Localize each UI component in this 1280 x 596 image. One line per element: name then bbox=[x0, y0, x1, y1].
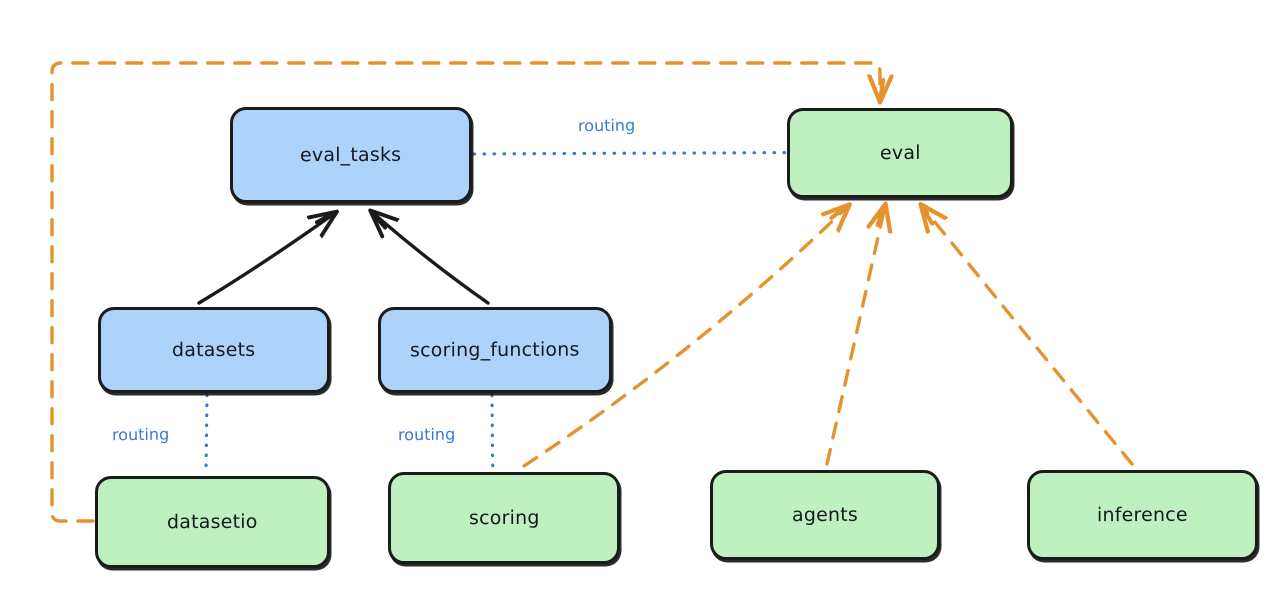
node-inference[interactable]: inference bbox=[1027, 470, 1258, 560]
edge-inference-to-eval bbox=[922, 206, 1134, 466]
node-label: datasetio bbox=[167, 510, 258, 533]
node-label: datasets bbox=[172, 338, 256, 361]
node-agents[interactable]: agents bbox=[710, 470, 940, 560]
node-eval-tasks[interactable]: eval_tasks bbox=[230, 107, 472, 203]
node-label: eval bbox=[879, 141, 921, 164]
node-scoring-functions[interactable]: scoring_functions bbox=[378, 307, 612, 393]
edge-datasets-to-eval-tasks bbox=[197, 213, 335, 305]
edge-scoring-functions-to-eval-tasks bbox=[372, 212, 490, 305]
node-label: inference bbox=[1097, 503, 1188, 526]
edge-label-routing-datasets: routing bbox=[111, 424, 170, 445]
edge-scoring-functions-to-scoring bbox=[490, 393, 495, 472]
node-scoring[interactable]: scoring bbox=[388, 472, 620, 564]
edge-eval-tasks-to-eval bbox=[472, 151, 788, 156]
node-label: eval_tasks bbox=[300, 143, 402, 166]
node-label: agents bbox=[791, 503, 859, 526]
edge-label-routing-scoring-functions: routing bbox=[397, 424, 456, 445]
node-eval[interactable]: eval bbox=[787, 108, 1013, 198]
node-datasets[interactable]: datasets bbox=[98, 307, 330, 393]
edge-datasets-to-datasetio bbox=[204, 393, 209, 476]
node-label: scoring bbox=[468, 506, 540, 529]
node-label: scoring_functions bbox=[410, 338, 580, 361]
node-datasetio[interactable]: datasetio bbox=[95, 476, 330, 568]
edge-agents-to-eval bbox=[825, 206, 885, 466]
edge-label-routing-eval-tasks: routing bbox=[577, 115, 636, 136]
